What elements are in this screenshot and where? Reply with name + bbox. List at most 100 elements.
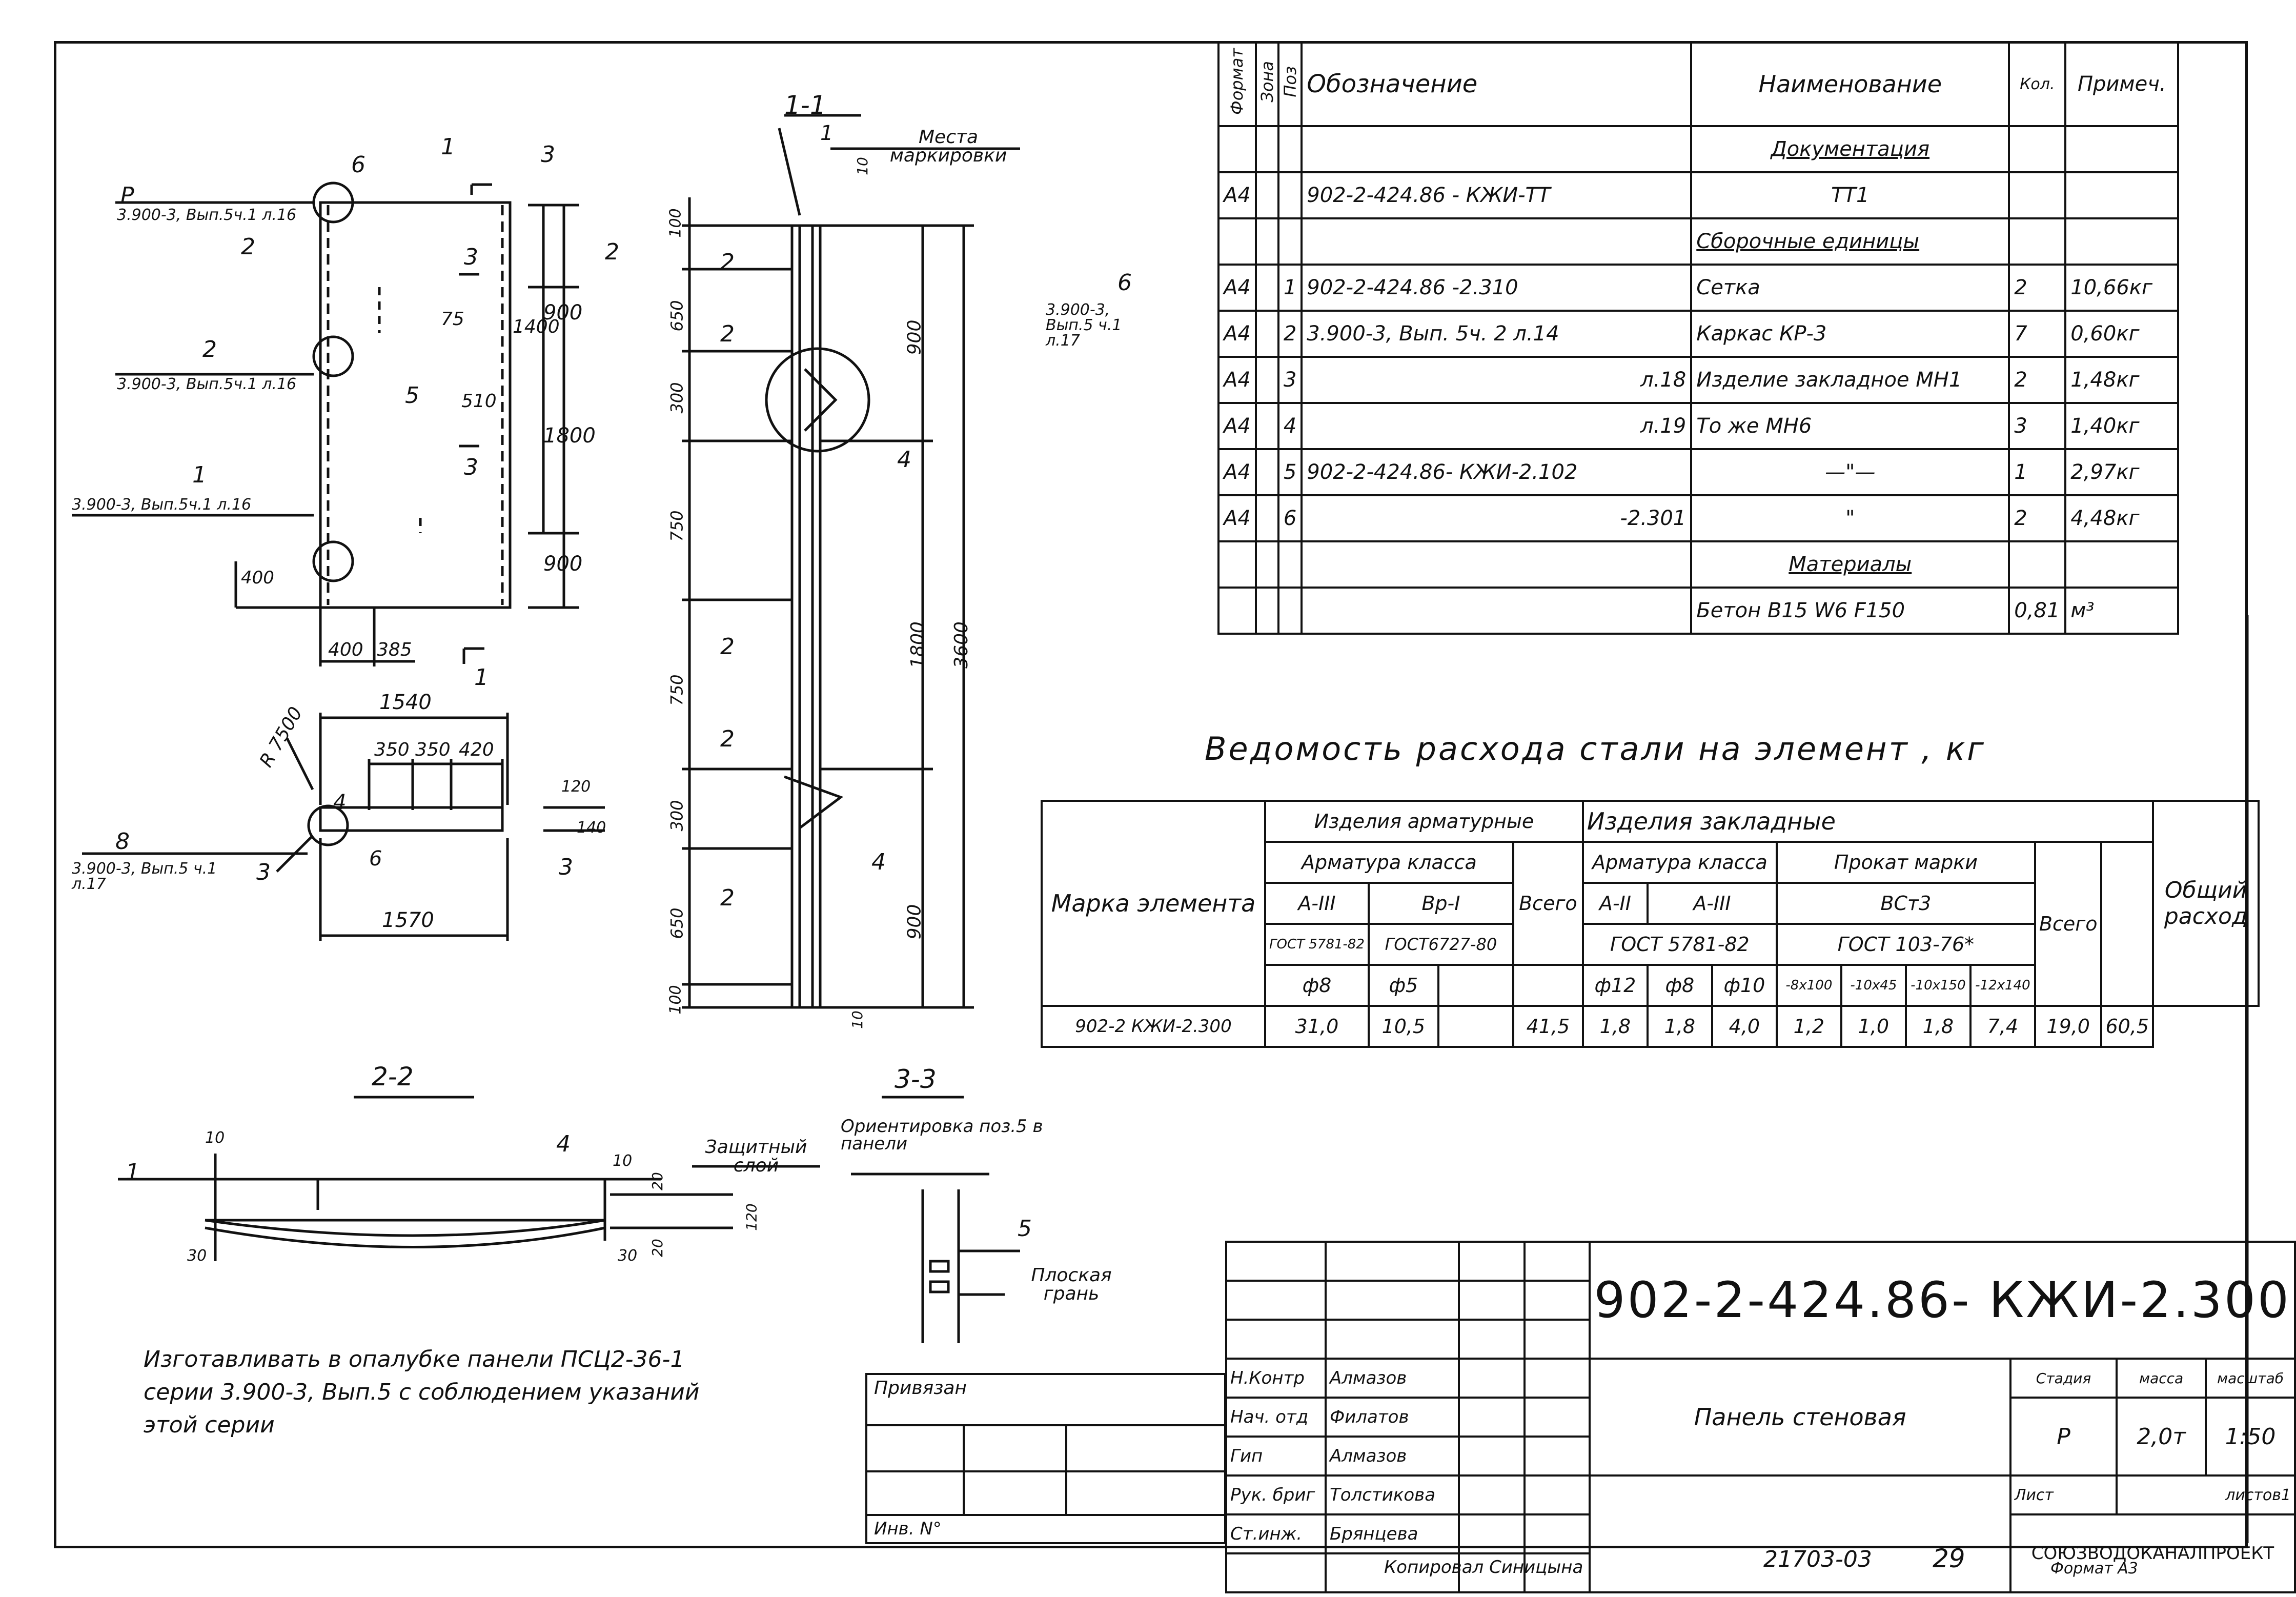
archive-number: 21703-03 <box>1763 1546 1872 1572</box>
fabrication-note: Изготавливать в опалубке панели ПСЦ2-36-… <box>144 1346 700 1438</box>
organization: СОЮЗВОДОКАНАЛПРОЕКТ <box>2009 1513 2296 1593</box>
s33-label-5: 5 <box>1018 1216 1032 1242</box>
label-8: 8 <box>115 828 130 855</box>
copied-by: Копировал Синицына <box>1384 1557 1583 1578</box>
bound-label: Привязан <box>874 1378 967 1399</box>
dim-385: 385 <box>377 639 412 660</box>
ref-callout-6: 3.900-3, Вып.5 ч.1 л.17 <box>1046 301 1122 350</box>
table-row: 902-2 КЖИ-2.300 31,0 10,5 41,5 1,8 1,8 4… <box>1041 1005 2259 1048</box>
sec-1-bottom: 1 <box>474 664 489 691</box>
sec-2-right: 2 <box>605 239 619 265</box>
sec-3-top: 3 <box>464 244 478 270</box>
section-assemblies: Сборочные единицы <box>1690 217 2010 266</box>
plan-label-4: 4 <box>333 791 347 814</box>
label-6: 6 <box>351 152 365 178</box>
callout-circle-plan <box>307 804 349 846</box>
dim-140: 140 <box>577 819 606 837</box>
sec11-label-2e: 2 <box>720 885 735 911</box>
label-3: Р <box>120 183 134 209</box>
section-docs: Документация <box>1690 125 2010 173</box>
page-number: 29 <box>1933 1544 1965 1573</box>
s22-label-1: 1 <box>126 1159 140 1185</box>
ref-callout-2: 3.900-3, Вып.5ч.1 л.16 <box>117 375 297 393</box>
steel-statement-title: Ведомость расхода стали на элемент , кг <box>1205 730 1986 767</box>
dim-1540: 1540 <box>379 691 432 714</box>
sec11-label-4b: 4 <box>871 849 886 875</box>
dim-v30a: 30 <box>187 1247 207 1265</box>
dim-400: 400 <box>328 639 363 660</box>
callout-circle-2 <box>312 335 354 377</box>
dim-1400: 1400 <box>513 316 560 337</box>
plan-label-3: 3 <box>256 859 271 885</box>
section-title-3-3: 3-3 <box>895 1064 937 1094</box>
dim-120: 120 <box>561 778 591 796</box>
sheet-format: Формат А3 <box>2050 1560 2138 1578</box>
dim-v10a: 10 <box>205 1129 225 1147</box>
protective-layer-label: Защитный слой <box>705 1137 807 1176</box>
dim-v30b: 30 <box>618 1247 638 1265</box>
dim-350a: 350 <box>374 739 410 760</box>
marking-label: Места маркировки <box>889 127 1007 166</box>
hdr-mark: Марка элемента <box>1041 800 1266 1007</box>
sec11-label-2c: 2 <box>720 634 735 660</box>
label-1: 1 <box>192 462 207 488</box>
sec11-label-6: 6 <box>1117 270 1132 296</box>
ref-callout-1: 3.900-3, Вып.5ч.1 л.16 <box>72 496 252 514</box>
section-1-1-body <box>790 224 822 1009</box>
label-3b: 3 <box>541 141 555 168</box>
flat-face-label: Плоская грань <box>1031 1265 1112 1304</box>
dim-510: 510 <box>461 391 497 412</box>
dim-400b: 400 <box>241 568 274 588</box>
dim-350b: 350 <box>415 739 451 760</box>
inv-label: Инв. N° <box>874 1519 942 1539</box>
plan-label-3r: 3 <box>559 854 573 880</box>
panel-elevation <box>319 201 512 609</box>
sec11-label-2d: 2 <box>720 726 735 752</box>
section-materials: Материалы <box>1690 540 2010 589</box>
hdr-name: Наименование <box>1690 41 2010 127</box>
label-2: 2 <box>202 336 217 362</box>
label-1b: 1 <box>441 134 455 160</box>
dim-900a: 900 <box>543 301 583 325</box>
dim-75: 75 <box>441 309 464 330</box>
s22-label-4: 4 <box>556 1131 571 1157</box>
sec-3-bot: 3 <box>464 454 478 480</box>
plan-label-6: 6 <box>369 847 382 871</box>
steel-consumption-table: Марка элемента Изделия арматурные Издели… <box>1041 800 2260 1048</box>
sec11-label-2a: 2 <box>720 249 735 275</box>
hdr-designation: Обозначение <box>1301 41 1693 127</box>
ref-callout-3: 3.900-3, Вып.5ч.1 л.16 <box>117 206 297 224</box>
label-5: 5 <box>405 382 419 409</box>
object-name: Панель стеновая <box>1589 1358 2011 1477</box>
dim-1800: 1800 <box>543 424 596 448</box>
section-title-2-2: 2-2 <box>372 1062 414 1091</box>
specification-table: Формат Зона Поз Обозначение Наименование… <box>1217 41 2180 635</box>
hdr-qty: Кол. <box>2008 41 2067 127</box>
dim-1570: 1570 <box>382 908 434 932</box>
dim-v10b: 10 <box>613 1152 633 1170</box>
drawing-code: 902-2-424.86- КЖИ-2.300 <box>1589 1241 2296 1360</box>
drawing-frame <box>54 41 2248 1548</box>
dim-420: 420 <box>459 739 494 760</box>
detail-circle-6 <box>765 347 870 453</box>
sec11-label-4a: 4 <box>897 447 911 473</box>
hdr-note: Примеч. <box>2064 41 2180 127</box>
orientation-label: Ориентировка поз.5 в панели <box>841 1116 1043 1154</box>
ref-callout-8: 3.900-3, Вып.5 ч.1 л.17 <box>72 860 217 893</box>
callout-circle-1 <box>312 540 354 582</box>
sec11-label-2b: 2 <box>720 321 735 347</box>
sec-2-left: 2 <box>241 234 255 260</box>
section-title-1-1: 1-1 <box>784 90 826 120</box>
dim-900b: 900 <box>543 552 583 576</box>
